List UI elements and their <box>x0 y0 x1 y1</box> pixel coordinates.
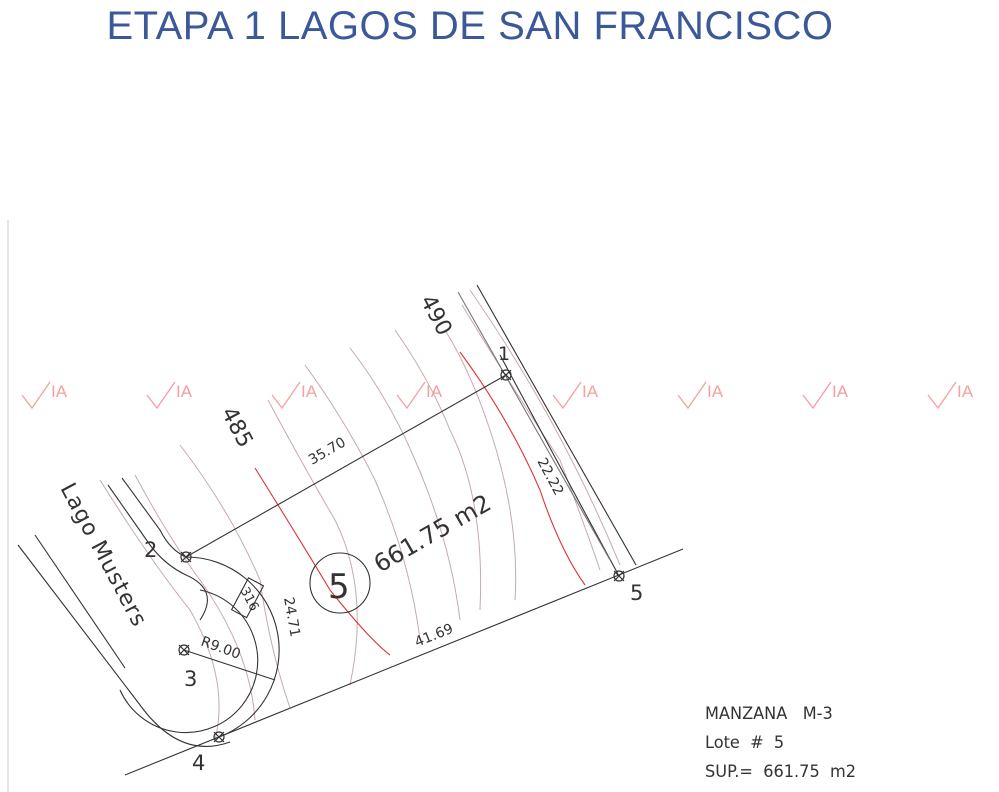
watermark: IA <box>802 381 849 410</box>
arc-box-label: 316 <box>236 585 261 614</box>
svg-text:IA: IA <box>176 382 193 401</box>
vertex-marker-1 <box>500 369 512 381</box>
lot-number: 5 <box>328 567 350 607</box>
boundary-1-5 <box>499 354 620 577</box>
contour-label-485: 485 <box>216 403 258 452</box>
contour-485 <box>254 467 391 656</box>
dim-35-70: 35.70 <box>306 435 349 469</box>
dim-22-22: 22.22 <box>533 455 566 498</box>
vertex-label-1: 1 <box>498 343 510 365</box>
vertex-markers <box>178 369 625 743</box>
lote-label: Lote # 5 <box>705 733 785 753</box>
vertex-marker-2 <box>180 551 192 563</box>
watermark: IA <box>271 381 318 410</box>
major-contours <box>254 351 586 656</box>
watermark: IA <box>146 381 193 410</box>
lot-number-circle <box>309 552 371 614</box>
vertex-label-5: 5 <box>630 581 643 605</box>
svg-text:IA: IA <box>957 382 974 401</box>
page-title: ETAPA 1 LAGOS DE SAN FRANCISCO <box>106 4 834 48</box>
vertex-label-2: 2 <box>144 538 157 562</box>
street-name: Lago Musters <box>55 479 152 631</box>
svg-text:IA: IA <box>707 382 724 401</box>
manzana-label: MANZANA M-3 <box>705 704 833 724</box>
vertex-marker-5 <box>613 570 625 582</box>
dim-radius: R9.00 <box>199 634 243 663</box>
radius-line <box>183 649 276 681</box>
front-boundary <box>124 548 684 776</box>
boundary-1-2 <box>185 374 507 558</box>
superficie-label: SUP.= 661.75 m2 <box>705 762 857 782</box>
vertex-marker-4 <box>213 731 225 743</box>
dim-41-69: 41.69 <box>413 621 456 651</box>
contour-label-490: 490 <box>415 291 457 340</box>
lot-area: 661.75 m2 <box>369 489 496 578</box>
contour-490 <box>459 351 586 586</box>
contour-lines <box>99 289 621 741</box>
watermarks: IA IA IA IA IA IA IA IA <box>21 381 974 410</box>
svg-text:IA: IA <box>51 382 68 401</box>
vertex-label-4: 4 <box>192 751 205 775</box>
watermark: IA <box>677 381 724 410</box>
svg-text:IA: IA <box>832 382 849 401</box>
watermark: IA <box>552 381 599 410</box>
lot-info-legend: MANZANA M-3 Lote # 5 SUP.= 661.75 m2 <box>705 700 856 787</box>
watermark: IA <box>927 381 974 410</box>
vertex-marker-3 <box>178 644 190 656</box>
dim-24-71: 24.71 <box>280 596 303 638</box>
vertex-label-3: 3 <box>184 667 197 691</box>
svg-text:IA: IA <box>582 382 599 401</box>
cul-de-sac-arc <box>185 556 280 738</box>
svg-text:IA: IA <box>301 382 318 401</box>
street-lines <box>17 284 684 776</box>
watermark: IA <box>21 381 68 410</box>
watermark: IA <box>396 381 443 410</box>
